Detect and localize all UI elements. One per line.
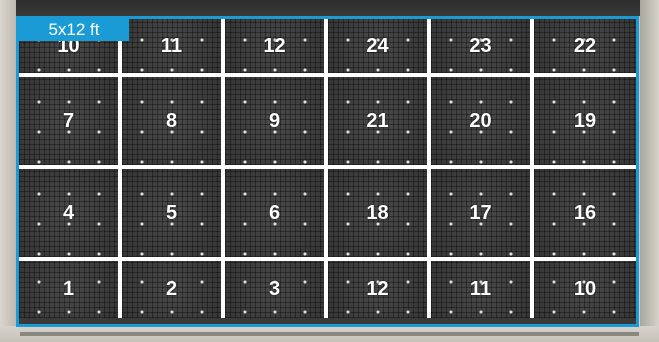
tile-number: 16	[574, 202, 596, 225]
led-tile[interactable]: 2	[122, 261, 225, 318]
led-tile[interactable]: 16	[534, 169, 636, 261]
tile-number: 8	[166, 110, 177, 133]
tile-number: 6	[269, 202, 280, 225]
tile-number: 3	[269, 278, 280, 301]
led-tile[interactable]: 6	[225, 169, 328, 261]
led-tile[interactable]: 12	[328, 261, 431, 318]
led-tile[interactable]: 12	[225, 19, 328, 77]
tile-number: 11	[470, 278, 491, 301]
led-tile[interactable]: 1	[19, 261, 122, 318]
led-tile[interactable]: 11	[122, 19, 225, 77]
tile-number: 12	[263, 35, 285, 58]
frame-bottom-edge	[0, 326, 659, 342]
tile-number: 18	[366, 202, 388, 225]
tile-number: 10	[574, 278, 596, 301]
led-tile[interactable]: 4	[19, 169, 122, 261]
frame-right-edge	[640, 0, 659, 342]
led-tile[interactable]: 11	[431, 261, 534, 318]
frame-left-edge	[0, 0, 16, 342]
frame-top-edge	[0, 0, 659, 16]
tile-number: 1	[63, 278, 74, 301]
led-tile[interactable]: 5	[122, 169, 225, 261]
tile-number: 19	[574, 110, 596, 133]
led-tile[interactable]: 9	[225, 77, 328, 169]
tile-number: 9	[269, 110, 280, 133]
tile-number: 12	[366, 278, 388, 301]
led-tile[interactable]: 17	[431, 169, 534, 261]
led-tile[interactable]: 18	[328, 169, 431, 261]
led-tile[interactable]: 20	[431, 77, 534, 169]
tile-number: 23	[469, 35, 491, 58]
tile-number: 21	[366, 110, 388, 133]
led-tile[interactable]: 8	[122, 77, 225, 169]
led-tile[interactable]: 10	[534, 261, 636, 318]
led-tile[interactable]: 24	[328, 19, 431, 77]
tile-number: 2	[166, 278, 177, 301]
tile-number: 24	[366, 35, 388, 58]
tile-number: 4	[63, 202, 74, 225]
wall-size-label: 5x12 ft	[19, 19, 129, 41]
tile-number: 20	[469, 110, 491, 133]
tile-number: 11	[161, 35, 182, 58]
tile-number: 5	[166, 202, 177, 225]
led-tile[interactable]: 22	[534, 19, 636, 77]
tile-number: 22	[574, 35, 596, 58]
led-tile[interactable]: 19	[534, 77, 636, 169]
led-tile[interactable]: 21	[328, 77, 431, 169]
tile-number: 17	[469, 202, 491, 225]
led-tile[interactable]: 7	[19, 77, 122, 169]
led-tile-grid: 10 11 12 24 23 22 7 8 9 21 20 19 4 5 6 1…	[19, 19, 636, 324]
led-tile[interactable]: 3	[225, 261, 328, 318]
led-tile[interactable]: 23	[431, 19, 534, 77]
led-wall: 10 11 12 24 23 22 7 8 9 21 20 19 4 5 6 1…	[16, 16, 639, 327]
tile-number: 7	[63, 110, 74, 133]
